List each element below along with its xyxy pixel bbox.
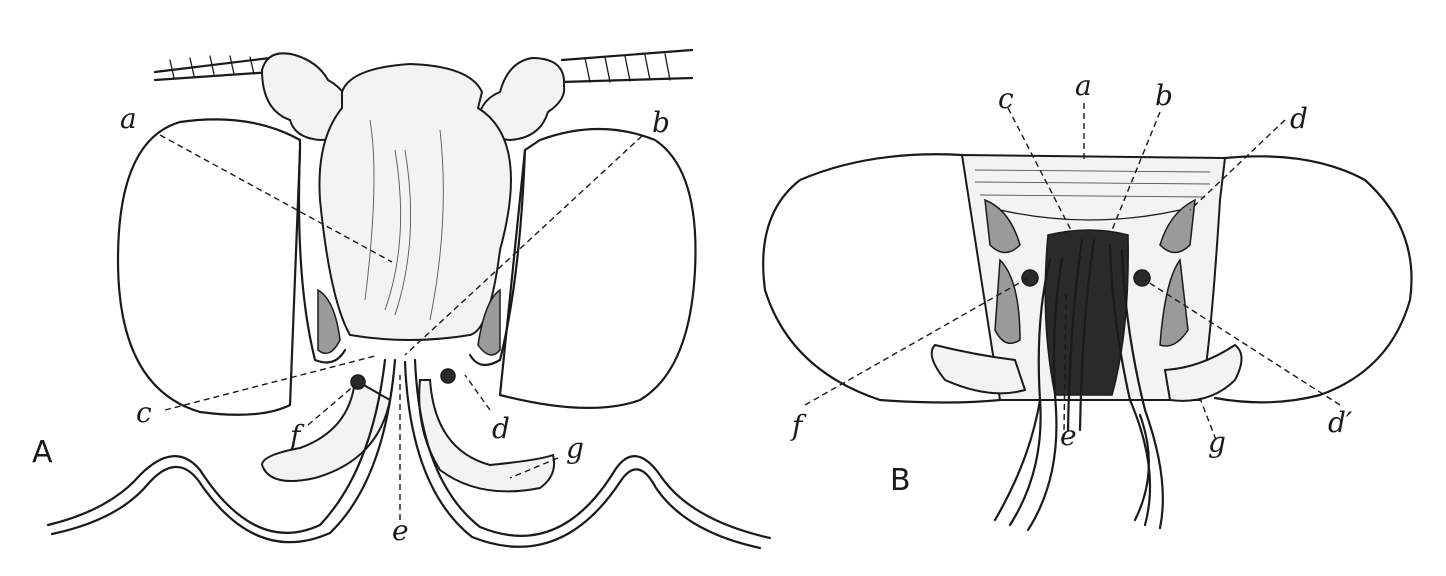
left-compound-eye [116, 118, 302, 416]
right-palp-b [1163, 343, 1243, 402]
label-a-panel-b: a [1075, 69, 1092, 102]
label-c-panel-b: c [998, 82, 1014, 115]
right-eye-b [1213, 155, 1413, 404]
panel-b: c a b d f e g d′ B [762, 69, 1413, 532]
label-d-panel-a: d [492, 412, 510, 445]
left-antenna [153, 55, 274, 82]
label-c-panel-a: c [136, 396, 152, 429]
left-eye-b [762, 153, 1002, 404]
right-lateral-plate [468, 148, 527, 367]
label-g-panel-b: g [1208, 426, 1226, 459]
label-g-panel-a: g [566, 432, 584, 465]
label-e-panel-a: e [392, 514, 409, 547]
label-d-panel-b: d [1290, 102, 1308, 135]
panel-a: a b c d e f g A [32, 48, 772, 550]
left-palp-b [930, 343, 1027, 395]
label-b-panel-a: b [652, 106, 670, 139]
label-b-panel-b: b [1155, 79, 1173, 112]
right-stylet-b [1108, 243, 1164, 530]
caption-a: A [32, 435, 53, 470]
right-compound-eye [498, 127, 697, 409]
label-e-panel-b: e [1060, 419, 1077, 452]
label-d-prime-panel-b: d′ [1328, 406, 1353, 439]
center-stylet-b [1066, 238, 1096, 432]
caption-b: B [890, 463, 911, 498]
label-a-panel-a: a [120, 102, 137, 135]
left-lateral-plate [297, 148, 347, 364]
right-stylet [413, 358, 772, 540]
label-f-panel-b: f [790, 409, 807, 442]
right-antenna [560, 48, 694, 84]
left-stylet [46, 358, 387, 534]
